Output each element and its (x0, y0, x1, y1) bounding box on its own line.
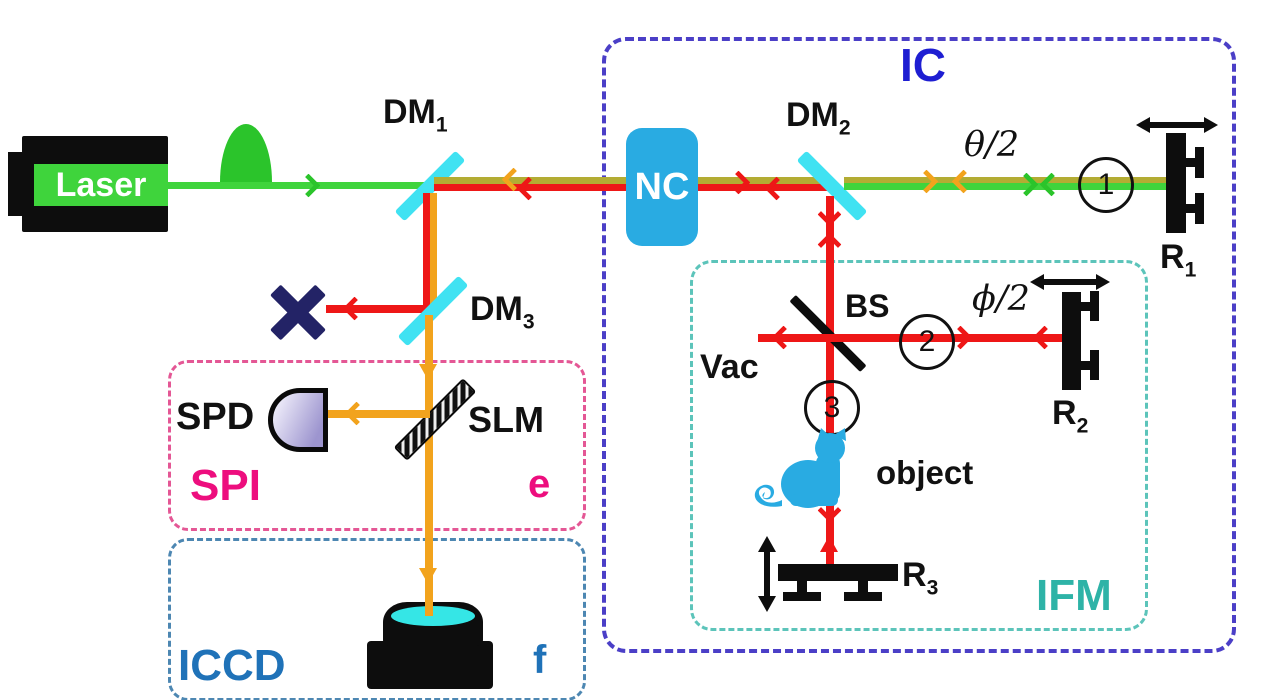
spi-box (168, 360, 586, 531)
dm2-label-sub: 2 (838, 116, 851, 140)
r1-label: R1 (1160, 240, 1196, 281)
r3-translation-arrow-down-head (758, 596, 776, 612)
cat-object-icon (754, 428, 846, 508)
idler-beam-slm-camera (425, 420, 433, 612)
dm3-label: DM3 (470, 292, 535, 333)
nc-label: NC (634, 166, 690, 208)
r3-knob-cap-right (844, 592, 882, 601)
r2-knob-stem-bottom (1081, 361, 1091, 370)
dm1-label-sub: 1 (435, 113, 448, 137)
dm3-label-sub: 3 (522, 310, 535, 334)
r3-label: R3 (902, 558, 938, 599)
iccd-camera-lens (391, 606, 475, 626)
dm1-label: DM1 (383, 95, 448, 136)
object-label: object (876, 454, 974, 491)
idler-beam-into-camera (425, 596, 433, 616)
orange-arrow-down-head (419, 568, 437, 584)
iccd-box (168, 538, 586, 700)
r1-knob-cap-bottom (1195, 193, 1204, 224)
beam-marker-2-digit: 2 (918, 325, 936, 358)
r2-knob-cap-top (1090, 291, 1099, 321)
r2-label-sub: 2 (1076, 414, 1089, 438)
r2-translation-arrow-left-head (1030, 274, 1044, 290)
r1-label-text: R (1160, 238, 1185, 276)
r3-knob-cap-left (783, 592, 821, 601)
slm-label: SLM (468, 399, 544, 440)
beam-marker-1-digit: 1 (1097, 168, 1115, 201)
laser-label: Laser (55, 166, 147, 204)
spi-panel-letter: e (528, 462, 551, 506)
r2-knob-cap-bottom (1090, 350, 1099, 380)
green-arrow-right (296, 173, 321, 198)
ifm-box-label: IFM (1036, 571, 1112, 620)
r1-translation-arrow-right-head (1204, 117, 1218, 133)
dm2-label: DM2 (786, 98, 851, 139)
iccd-box-label: ICCD (178, 641, 286, 690)
spd-label: SPD (176, 396, 255, 438)
red-arrow-up-head (820, 536, 838, 552)
r1-knob-stem-bottom (1186, 204, 1197, 213)
laser-aperture-band: Laser (34, 164, 168, 206)
beam-marker-3-digit: 3 (823, 391, 841, 424)
r3-translation-arrow-line (764, 548, 770, 598)
iccd-panel-letter: f (533, 638, 547, 682)
orange-arrow-down-head (419, 364, 437, 380)
r2-label-text: R (1052, 394, 1077, 432)
phi-phase-label: ϕ/2 (972, 279, 1030, 319)
signal-beam-dm1-nc (434, 184, 628, 191)
beam-marker-2: 2 (899, 314, 955, 370)
r1-translation-arrow-left-head (1136, 117, 1150, 133)
idler-beam-nc-dm2 (698, 177, 832, 184)
idler-beam-slm-spd (322, 410, 430, 418)
bs-label: BS (845, 288, 890, 324)
r3-label-text: R (902, 556, 927, 594)
r3-translation-arrow-up-head (758, 536, 776, 552)
spd-detector-icon (268, 388, 328, 452)
pump-beam (168, 182, 430, 189)
spi-box-label: SPI (190, 461, 261, 510)
rejected-beam-dm3-dump (326, 305, 426, 313)
iccd-camera-base (367, 641, 493, 689)
nonlinear-crystal: NC (626, 128, 698, 246)
ic-box (602, 37, 1236, 653)
r1-translation-arrow-line (1148, 122, 1206, 128)
ifm-box (690, 260, 1148, 631)
idler-beam-dm1-dm3 (430, 193, 437, 315)
laser-housing-tab (8, 152, 24, 216)
red-arrow-left (342, 296, 367, 321)
signal-beam-dm1-dm3 (423, 193, 430, 311)
theta-phase-label: θ/2 (964, 125, 1020, 165)
reference-mirror-2 (1062, 292, 1081, 390)
pump-beam-dm2-r1 (844, 183, 1166, 190)
r3-knob-stem-left (797, 581, 807, 592)
reference-mirror-1 (1166, 133, 1186, 233)
reference-mirror-3 (778, 564, 898, 581)
vac-label: Vac (700, 348, 759, 386)
ic-box-label: IC (900, 39, 946, 91)
r1-label-sub: 1 (1184, 258, 1197, 282)
beam-marker-1: 1 (1078, 157, 1134, 213)
idler-return-beam-dm2-r1 (844, 177, 1166, 183)
dm1-label-text: DM (383, 93, 436, 131)
r2-translation-arrow-right-head (1096, 274, 1110, 290)
dm3-label-text: DM (470, 290, 523, 328)
r2-label: R2 (1052, 396, 1088, 437)
r3-label-sub: 3 (926, 576, 939, 600)
r2-translation-arrow-line (1042, 279, 1098, 285)
idler-beam-dm1-nc (434, 177, 628, 184)
signal-beam-nc-dm2 (698, 184, 832, 191)
r2-knob-stem-top (1081, 302, 1091, 311)
r3-knob-stem-right (858, 581, 868, 592)
r1-knob-cap-top (1195, 147, 1204, 178)
r1-knob-stem-top (1186, 158, 1197, 167)
dm2-label-text: DM (786, 96, 839, 134)
laser-pulse (220, 124, 272, 182)
